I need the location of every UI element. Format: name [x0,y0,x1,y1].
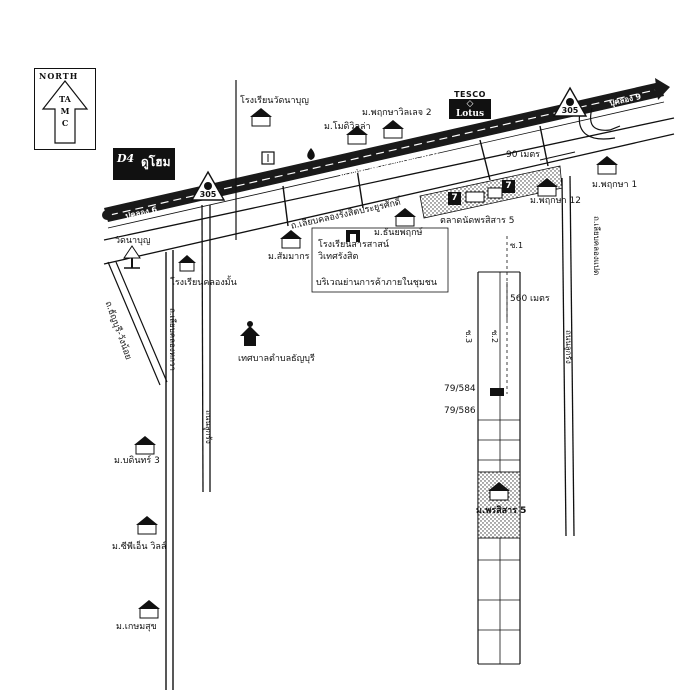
ne-curve-road-2 [578,111,616,140]
link-road-4 [539,125,549,167]
kasem-suk-label: ม.เกษมสุข [116,622,157,632]
house-icon [382,120,404,139]
service-road-edge-2 [103,133,675,265]
shop-block [487,187,503,199]
sasansiri-school-label: โรงเรียนสารสาสน์ [318,240,389,250]
house-icon [134,436,156,455]
house-icon [178,255,196,272]
north-arrow-icon [41,80,89,144]
cp-villa-label: ม.ซีพีเอ็น วิลล์ [112,542,167,552]
school-icon [346,230,360,242]
soi-3-label: ซ.3 [464,330,473,344]
tesco-label: TESCO [454,90,486,99]
seven-eleven-icon: 7 [448,192,461,205]
plot-marker [490,388,504,396]
pruksa-villa-2-label: ม.พฤกษาวิลเลจ 2 [362,108,432,118]
dohome-logo: D4 ดูโฮม [113,148,175,180]
north-label: NORTH [39,71,79,81]
unshine-pruk-label: ม.ธันยพฤกษ์ [374,228,423,238]
north-letters: TAMC [59,94,71,128]
wat-nabun-label: วัดนาบุญ [115,236,151,246]
link-road-2 [356,168,364,209]
lotus-label: ◇ Lotus [449,99,491,119]
rough-road-2-label: ถนนลูกรัง [564,330,573,364]
mo-villa-label: ม.โมดิวิลล่า [324,122,371,132]
service-road-edge-3 [107,101,665,229]
temple-icon [123,245,141,269]
ne-curve-road [589,107,621,131]
talad-nat-label: ตลาดนัดพรสิสาร 5 [440,216,515,226]
route-305-number-east: 305 [561,106,579,115]
soi-2-label: ซ.2 [490,330,499,344]
distance-90-arrow [539,151,576,161]
commercial-area-box [311,227,449,293]
pruksa-1-label: ม.พฤกษา 1 [592,180,638,190]
tesco-lotus-logo: TESCO ◇ Lotus [449,90,491,119]
house-icon [250,108,272,127]
porn-sisarn-5-label: ม.พรสิสาร 5 [476,506,527,516]
house-icon [346,126,368,145]
canal-road-east-label: ถ.เลียบคลองแปด [592,216,601,276]
baan-intra-3-label: ม.บดินทร์ 3 [114,456,160,466]
highway-arrow-east [655,78,670,100]
khong-man-school-label: โรงเรียนคลองมั้น [170,278,237,288]
distance-90-label: 90 เมตร [506,150,541,160]
house-icon [138,600,160,619]
fuel-drop-icon [307,148,315,160]
distance-560-label: 560 เมตร [510,294,550,304]
seven-eleven-icon: 7 [502,180,515,193]
highway-end-west [102,210,112,220]
wat-school-label: โรงเรียนวัดนาบุญ [240,96,309,106]
house-icon [536,178,558,197]
pruksa-12-label: ม.พฤกษา 12 [530,196,581,206]
soi-1-label: ซ.1 [510,241,524,250]
house-icon [488,482,510,501]
dohome-mark: D4 [117,152,135,165]
rough-road-1-label: ถนนลูกรัง [204,410,213,444]
samut-mongkon-label: ม.สัมมากร [268,252,310,262]
canal-road-west-label: ถ.เลียบคลองหกวา [168,308,177,371]
route-305-shield-west [204,182,212,190]
route-305-shield-east [566,98,574,106]
east-canal-road-a [561,177,567,537]
porn-sisarn-5-area [477,471,521,539]
house-icon [394,208,416,227]
house-icon [136,516,158,535]
plot-b-label: 79/586 [444,406,476,416]
thanyaburi-road-a [107,261,161,386]
link-road-3 [479,139,491,181]
house-icon [280,230,302,249]
north-arrow-box: NORTH TAMC [34,68,96,150]
dohome-name: ดูโฮม [141,155,171,169]
east-canal-road-b [569,175,575,537]
highway-305-road [104,82,664,222]
garuda-emblem-icon [240,321,260,346]
khong-man-road-a [201,204,204,493]
shop-block [465,191,485,203]
commercial-area-label: บริเวณย่านการค้าภายในชุมชน [316,278,438,288]
house-icon [596,156,618,175]
link-road-1 [282,185,289,227]
book-icon [261,151,275,165]
route-305-number-west: 305 [199,190,217,199]
plot-a-label: 79/584 [444,384,476,394]
thanyaburi-road-b [115,261,168,383]
service-road-edge-1 [103,117,675,241]
sasansiri-school-label-2: วิเทศรังสิต [318,252,359,262]
thanyaburi-office-label: เทศบาลตำบลธัญบุรี [238,354,315,364]
